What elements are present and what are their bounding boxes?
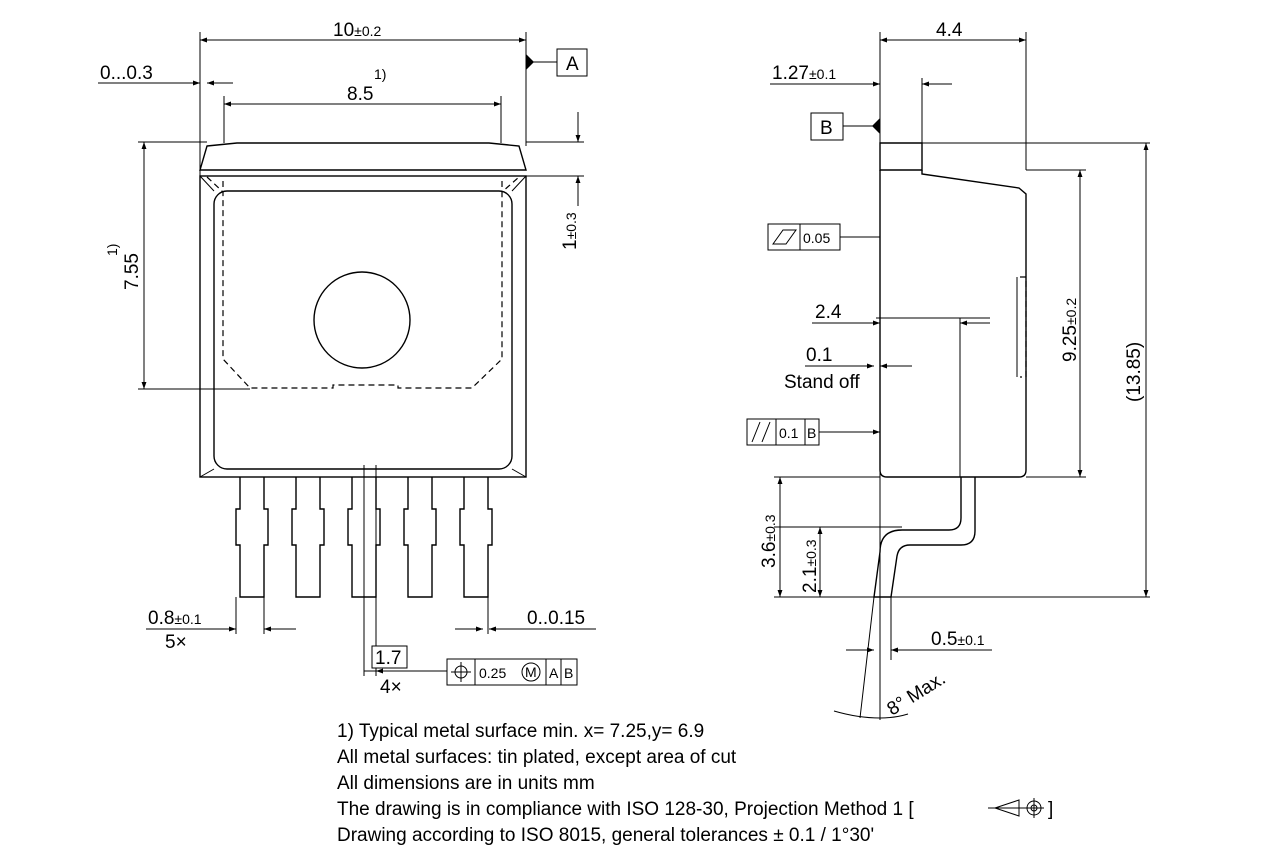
- metal-surface-outline: [206, 176, 520, 389]
- svg-text:5×: 5×: [165, 632, 187, 653]
- position-tolerance-frame: 0.25 M A B: [446, 658, 578, 686]
- svg-text:(13.85): (13.85): [1124, 342, 1145, 402]
- flatness-tolerance-frame: 0.05: [767, 223, 880, 251]
- svg-text:1.7: 1.7: [375, 648, 401, 669]
- note-5: Drawing according to ISO 8015, general t…: [337, 825, 874, 846]
- svg-text:3.6±0.3: 3.6±0.3: [759, 514, 780, 568]
- svg-text:1): 1): [104, 244, 120, 256]
- dim-angle: 8° Max.: [884, 668, 950, 720]
- dim-lead-offset: 0..0.15: [527, 608, 585, 629]
- svg-text:B: B: [564, 665, 573, 681]
- dim-standoff: 0.1: [806, 345, 832, 366]
- dim-offset-left: 0...0.3: [100, 63, 153, 84]
- lead-4: [403, 477, 437, 598]
- dim-lead-thickness: 0.5±0.1: [931, 629, 985, 650]
- body-outline: [199, 175, 527, 478]
- side-view: 4.4 1.27±0.1 B 0.05 2.4 0.1 Stand off: [746, 20, 1150, 720]
- body-inner-outline: [213, 190, 513, 470]
- flatness-icon: [772, 229, 797, 245]
- svg-text:10±0.2: 10±0.2: [333, 20, 382, 41]
- notes: 1) Typical metal surface min. x= 7.25,y=…: [337, 721, 1053, 846]
- front-view: 10±0.2 A 0...0.3 8.5 1) 7.55 1) 1±0.3 0.…: [98, 20, 596, 698]
- datum-b-marker: [872, 118, 880, 134]
- svg-text:4.4: 4.4: [936, 20, 963, 41]
- note-1: 1) Typical metal surface min. x= 7.25,y=…: [337, 721, 704, 742]
- note-4: The drawing is in compliance with ISO 12…: [337, 799, 914, 820]
- datum-a-box: [556, 48, 588, 77]
- svg-text:B: B: [807, 425, 816, 441]
- svg-text:0.25: 0.25: [479, 665, 506, 681]
- lead-1: [235, 477, 269, 598]
- lead-5: [459, 477, 493, 598]
- parallelism-tolerance-frame: 0.1 B: [746, 418, 880, 446]
- svg-text:1): 1): [374, 66, 386, 82]
- dim-lead-width: 0.8±0.1: [148, 608, 202, 629]
- mmc-icon: [521, 662, 541, 682]
- note-3: All dimensions are in units mm: [337, 773, 595, 794]
- svg-text:M: M: [525, 664, 537, 680]
- mounting-hole: [313, 271, 411, 369]
- note-2: All metal surfaces: tin plated, except a…: [337, 747, 737, 768]
- svg-text:0.1: 0.1: [779, 425, 799, 441]
- svg-text:A: A: [566, 54, 579, 75]
- dim-tab-height: 1±0.3: [560, 212, 581, 250]
- svg-text:B: B: [820, 118, 833, 139]
- svg-text:A: A: [549, 665, 559, 681]
- projection-method-icon: [988, 798, 1044, 818]
- parallelism-icon: [751, 421, 771, 443]
- svg-text:8.5: 8.5: [347, 84, 373, 105]
- svg-text:4×: 4×: [380, 677, 402, 698]
- tab-outline: [199, 142, 527, 171]
- dim-tab-thickness: 1.27±0.1: [772, 63, 836, 84]
- chamfer-lines: [199, 175, 527, 478]
- lead-2: [291, 477, 325, 598]
- svg-text:]: ]: [1048, 799, 1053, 820]
- svg-text:Stand off: Stand off: [784, 372, 860, 393]
- side-body-outline: [879, 170, 1027, 478]
- side-lead-outline: [873, 477, 976, 598]
- svg-text:7.55: 7.55: [122, 253, 143, 290]
- svg-text:2.1±0.3: 2.1±0.3: [800, 539, 821, 593]
- datum-b-box: [810, 112, 844, 141]
- svg-text:0.05: 0.05: [803, 230, 830, 246]
- svg-text:9.25±0.2: 9.25±0.2: [1060, 298, 1081, 362]
- side-tab-outline: [879, 142, 923, 171]
- dim-standoff-x: 2.4: [815, 302, 842, 323]
